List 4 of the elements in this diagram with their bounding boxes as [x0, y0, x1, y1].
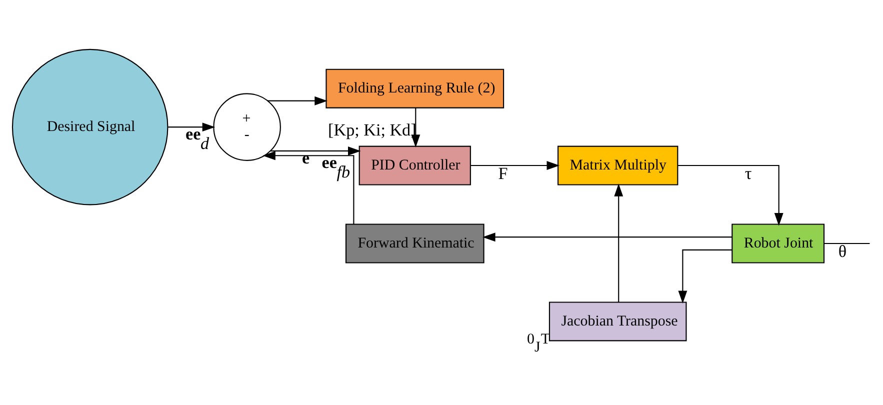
- edge-label: [Kp; Ki; Kd]: [328, 120, 416, 139]
- edge-label: θ: [838, 242, 847, 261]
- edge-label: τ: [744, 164, 752, 183]
- edge-label: F: [498, 164, 508, 183]
